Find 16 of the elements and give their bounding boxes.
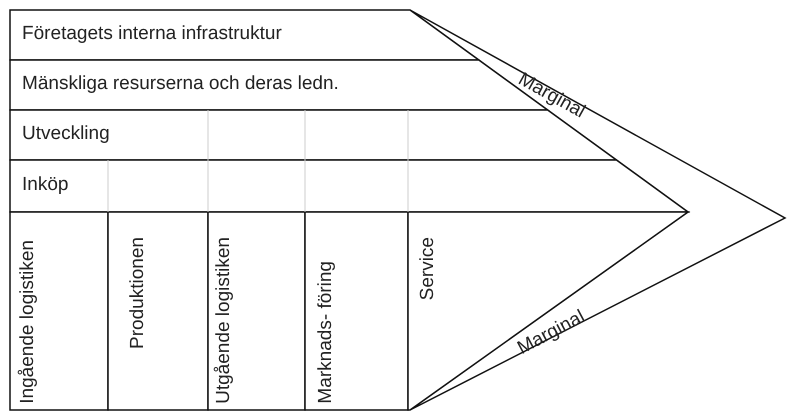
activity-label: Marknads- föring	[316, 261, 337, 404]
primary-activity-column	[10, 212, 108, 410]
activity-label: Produktionen	[128, 237, 149, 349]
activity-label: Mänskliga resurserna och deras ledn.	[22, 74, 339, 95]
activity-label: Ingående logistiken	[18, 240, 39, 404]
primary-activity-column	[408, 212, 688, 410]
support-activity-band	[10, 10, 479, 60]
primary-activity-column	[305, 212, 408, 410]
activity-label: Utgående logistiken	[214, 237, 235, 404]
activity-label: Utveckling	[22, 124, 110, 145]
primary-activity-column	[208, 212, 305, 410]
support-activity-band	[10, 160, 688, 212]
primary-activity-column	[108, 212, 208, 410]
activity-label: Inköp	[22, 175, 68, 196]
activity-label: Service	[418, 237, 439, 300]
activity-label: Företagets interna infrastruktur	[22, 24, 282, 45]
